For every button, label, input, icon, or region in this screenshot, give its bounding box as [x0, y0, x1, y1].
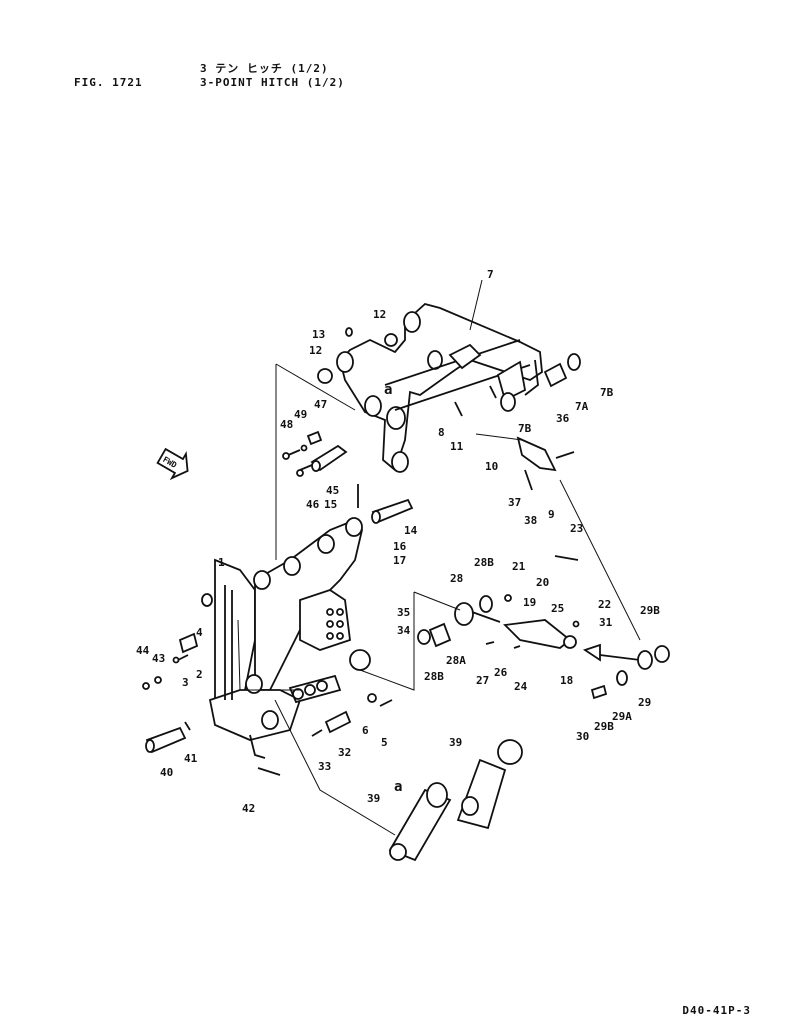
callout-7A: 7A — [575, 400, 589, 413]
callout-37: 37 — [508, 496, 521, 509]
callout-41: 41 — [184, 752, 198, 765]
callout-24: 24 — [514, 680, 528, 693]
callout-8: 8 — [438, 426, 445, 439]
drawing-code: D40-41P-3 — [682, 1004, 751, 1017]
title-english: 3-POINT HITCH (1/2) — [200, 76, 345, 89]
callout-38: 38 — [524, 514, 537, 527]
leader-lines — [237, 279, 641, 836]
callout-15: 15 — [324, 498, 337, 511]
callout-39-2: 39 — [367, 792, 380, 805]
pin-set-45 — [282, 430, 348, 477]
pin-linkage-9 — [454, 385, 575, 491]
callout-27: 27 — [476, 674, 489, 687]
callout-29B-2: 29B — [640, 604, 660, 617]
lift-rod-assembly — [417, 555, 670, 700]
callout-29: 29 — [638, 696, 651, 709]
figure-number: FIG. 1721 — [74, 76, 143, 89]
callout-44: 44 — [136, 644, 150, 657]
callout-11: 11 — [450, 440, 464, 453]
callout-1: 1 — [218, 556, 225, 569]
title-japanese: 3 テン ヒッチ (1/2) — [200, 62, 329, 75]
callout-25: 25 — [551, 602, 564, 615]
bushings-upper — [317, 327, 581, 412]
callout-46: 46 — [306, 498, 320, 511]
callout-20: 20 — [536, 576, 549, 589]
callout-31: 31 — [599, 616, 613, 629]
callout-16: 16 — [393, 540, 407, 553]
callout-28: 28 — [450, 572, 463, 585]
pin-14 — [357, 484, 414, 524]
callout-28A: 28A — [446, 654, 466, 667]
main-bracket — [208, 517, 371, 759]
callout-7B-2: 7B — [518, 422, 532, 435]
callout-labels: 1 2 3 4 5 6 7 7A 7B 7B 8 9 10 11 12 12 1… — [136, 268, 660, 815]
callout-12: 12 — [373, 308, 386, 321]
callout-28B-2: 28B — [424, 670, 444, 683]
callout-42: 42 — [242, 802, 255, 815]
callout-13: 13 — [312, 328, 325, 341]
callout-7B: 7B — [600, 386, 614, 399]
callout-40: 40 — [160, 766, 173, 779]
callout-33: 33 — [318, 760, 331, 773]
callout-48: 48 — [280, 418, 293, 431]
upper-frame-assembly — [336, 303, 543, 473]
cylinder-39 — [388, 739, 523, 862]
callout-6: 6 — [362, 724, 369, 737]
callout-28B: 28B — [474, 556, 494, 569]
reference-marker-a-lower: a — [394, 779, 402, 795]
reference-marker-a: a — [384, 382, 392, 398]
callout-39: 39 — [449, 736, 462, 749]
callout-18: 18 — [560, 674, 573, 687]
callout-34: 34 — [397, 624, 411, 637]
callout-26: 26 — [494, 666, 508, 679]
callout-23: 23 — [570, 522, 583, 535]
callout-29B: 29B — [594, 720, 614, 733]
callout-17: 17 — [393, 554, 406, 567]
pin-32 — [311, 693, 393, 737]
callout-36: 36 — [556, 412, 570, 425]
callout-4: 4 — [196, 626, 203, 639]
callout-5: 5 — [381, 736, 388, 749]
callout-47: 47 — [314, 398, 327, 411]
callout-35: 35 — [397, 606, 410, 619]
small-parts-left — [142, 593, 213, 690]
callout-7: 7 — [487, 268, 494, 281]
callout-19: 19 — [523, 596, 536, 609]
callout-21: 21 — [512, 560, 526, 573]
callout-43: 43 — [152, 652, 165, 665]
forward-arrow-icon: FWD — [156, 447, 189, 481]
callout-3: 3 — [182, 676, 189, 689]
callout-45: 45 — [326, 484, 339, 497]
callout-12-2: 12 — [309, 344, 322, 357]
callout-30: 30 — [576, 730, 589, 743]
callout-32: 32 — [338, 746, 351, 759]
callout-22: 22 — [598, 598, 611, 611]
pin-40 — [145, 721, 281, 776]
callout-14: 14 — [404, 524, 418, 537]
callout-29A: 29A — [612, 710, 632, 723]
callout-10: 10 — [485, 460, 498, 473]
callout-49: 49 — [294, 408, 307, 421]
callout-9: 9 — [548, 508, 555, 521]
callout-2: 2 — [196, 668, 203, 681]
